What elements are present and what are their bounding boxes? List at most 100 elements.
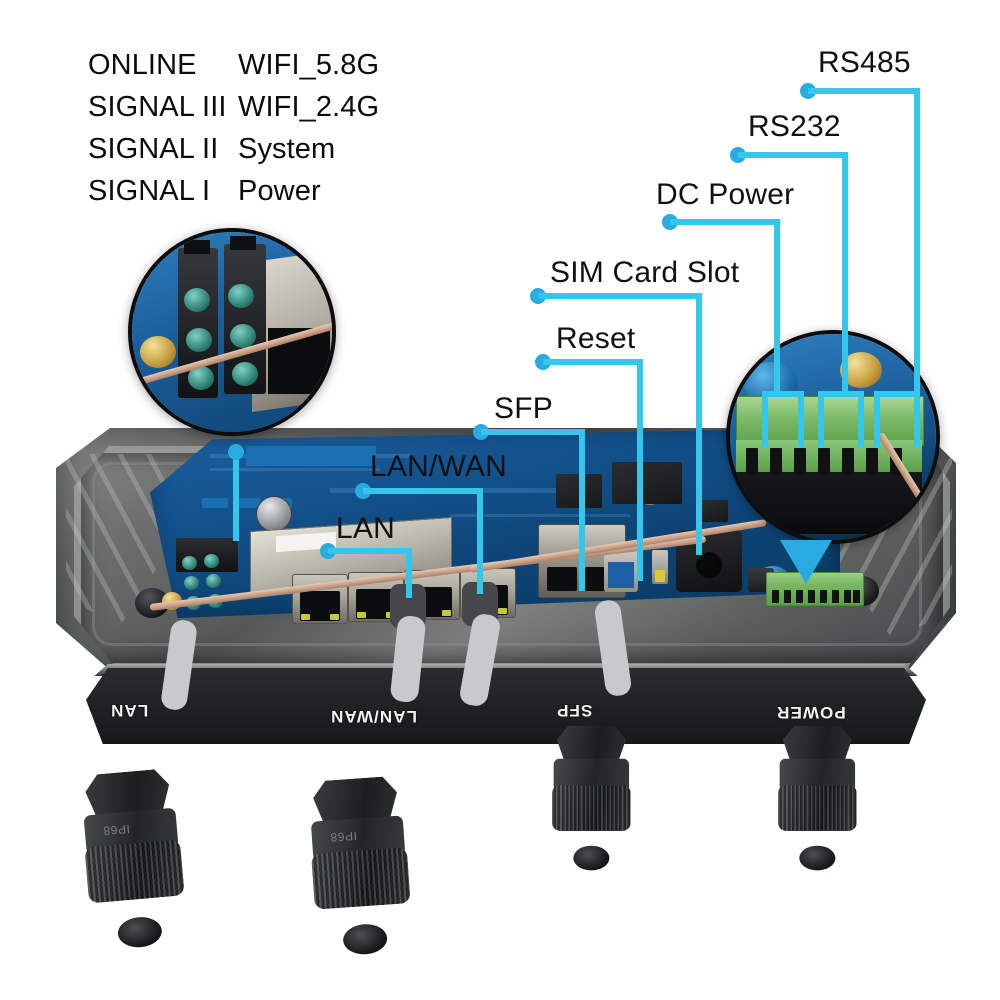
screw-terminal — [228, 284, 254, 308]
gland-knurled-grip — [778, 785, 857, 831]
terminal-notch — [230, 236, 256, 250]
terminal-pin — [844, 590, 851, 603]
callout-bracket-dc-power-right — [798, 391, 804, 447]
terminal-pin — [808, 590, 815, 603]
callout-line-dc-power-v — [774, 219, 780, 397]
inset-leader-dot-left — [228, 444, 244, 460]
port-label-power: POWER — [776, 703, 846, 722]
port-label-lan: LAN — [110, 701, 149, 720]
port-label-lan-wan: LAN/WAN — [330, 707, 418, 726]
sim-card-slot — [652, 550, 668, 584]
dc-power-jack — [676, 530, 742, 592]
callout-label-rs485: RS485 — [818, 46, 911, 79]
callout-bracket-rs485-top — [874, 391, 920, 397]
terminal-pin — [770, 448, 782, 474]
callout-line-rs485-v — [914, 88, 920, 397]
terminal-pin — [832, 590, 839, 603]
terminal-pin — [772, 590, 779, 603]
callout-line-reset-v — [637, 359, 643, 581]
callout-line-lan-wan-h — [363, 488, 483, 494]
terminal-pin — [746, 448, 758, 474]
callout-line-lan-wan-v — [477, 488, 483, 594]
terminal-pin — [794, 448, 806, 474]
terminal-pin — [820, 590, 827, 603]
terminal-pin — [842, 448, 854, 474]
callout-bracket-rs485-right — [914, 391, 920, 447]
screw-terminal — [184, 576, 199, 590]
electrolytic-capacitor — [256, 496, 292, 532]
callout-label-rs232: RS232 — [748, 110, 841, 143]
rj45-led — [498, 608, 507, 614]
callout-label-sim: SIM Card Slot — [550, 256, 740, 289]
callout-line-dc-power-h — [670, 219, 780, 225]
gland-knurled-grip — [552, 785, 631, 831]
gland-hex-nut — [556, 726, 626, 764]
screw-terminal — [186, 328, 212, 352]
callout-line-sfp-v — [579, 429, 585, 591]
green-terminal-block — [766, 572, 864, 606]
pcb-pad — [202, 498, 228, 508]
rj45-led — [442, 610, 451, 616]
usb-insert — [608, 562, 634, 588]
terminal-pin — [866, 448, 878, 474]
legend-left-label: SIGNAL I — [88, 174, 211, 207]
terminal-pin — [853, 590, 860, 603]
inset-green-connector-detail — [726, 330, 940, 544]
sim-eject-tab — [655, 570, 665, 582]
terminal-notch — [184, 240, 210, 254]
legend-left-label: SIGNAL II — [88, 132, 219, 165]
callout-bracket-dc-power-left — [762, 391, 768, 447]
screw-terminal — [204, 554, 219, 568]
led-legend: ONLINE WIFI_5.8G SIGNAL III WIFI_2.4G SI… — [88, 44, 408, 212]
rj45-led — [330, 614, 339, 620]
callout-line-sfp-h — [481, 429, 585, 435]
legend-row: SIGNAL I Power — [88, 170, 408, 212]
screw-terminal — [232, 362, 258, 386]
dc-jack-bore — [696, 552, 722, 578]
callout-line-rs232-h — [738, 152, 848, 158]
callout-line-reset-h — [543, 359, 643, 365]
callout-bracket-rs485-left — [874, 391, 880, 447]
port-label-sfp: SFP — [556, 701, 593, 720]
callout-line-sim-h — [538, 293, 702, 299]
gland-hex-nut — [782, 726, 852, 764]
callout-line-rs485-h — [808, 88, 920, 94]
legend-right-label: WIFI_2.4G — [238, 90, 380, 123]
callout-bracket-rs232-left — [818, 391, 824, 447]
rj45-led — [357, 612, 366, 618]
inset-leader-line-left — [233, 455, 239, 541]
legend-right-label: WIFI_5.8G — [238, 48, 380, 81]
pcb-trace — [210, 468, 380, 471]
screw-terminal — [230, 324, 256, 348]
inset-background — [730, 334, 936, 540]
callout-label-dc-power: DC Power — [656, 178, 795, 211]
gold-standoff — [140, 336, 176, 368]
legend-row: SIGNAL III WIFI_2.4G — [88, 86, 408, 128]
screw-terminal — [184, 288, 210, 312]
legend-left-label: SIGNAL III — [88, 90, 227, 123]
callout-line-rs232-v — [842, 152, 848, 397]
callout-bracket-rs232-right — [858, 391, 864, 447]
legend-row: SIGNAL II System — [88, 128, 408, 170]
callout-line-lan-v — [406, 548, 412, 598]
callout-label-lan: LAN — [336, 512, 395, 545]
legend-row: ONLINE WIFI_5.8G — [88, 44, 408, 86]
inset-shadow-area — [736, 472, 922, 534]
ic-chip — [612, 462, 682, 504]
sfp-slot — [547, 567, 577, 591]
terminal-pin — [796, 590, 803, 603]
pcb-connector-pad — [246, 446, 376, 466]
legend-right-label: System — [238, 132, 336, 165]
gland-cable-hole — [573, 845, 610, 871]
callout-line-sim-v — [696, 293, 702, 555]
callout-label-lan-wan: LAN/WAN — [370, 450, 507, 483]
inset-background — [132, 232, 332, 432]
gland-cable-hole — [799, 845, 836, 871]
callout-bracket-dc-power-top — [762, 391, 804, 397]
ic-chip — [700, 500, 728, 522]
screw-terminal — [206, 574, 221, 588]
callout-label-sfp: SFP — [494, 392, 553, 425]
gland-ip68-marking: IP68 — [102, 821, 131, 839]
legend-right-label: Power — [238, 174, 321, 207]
